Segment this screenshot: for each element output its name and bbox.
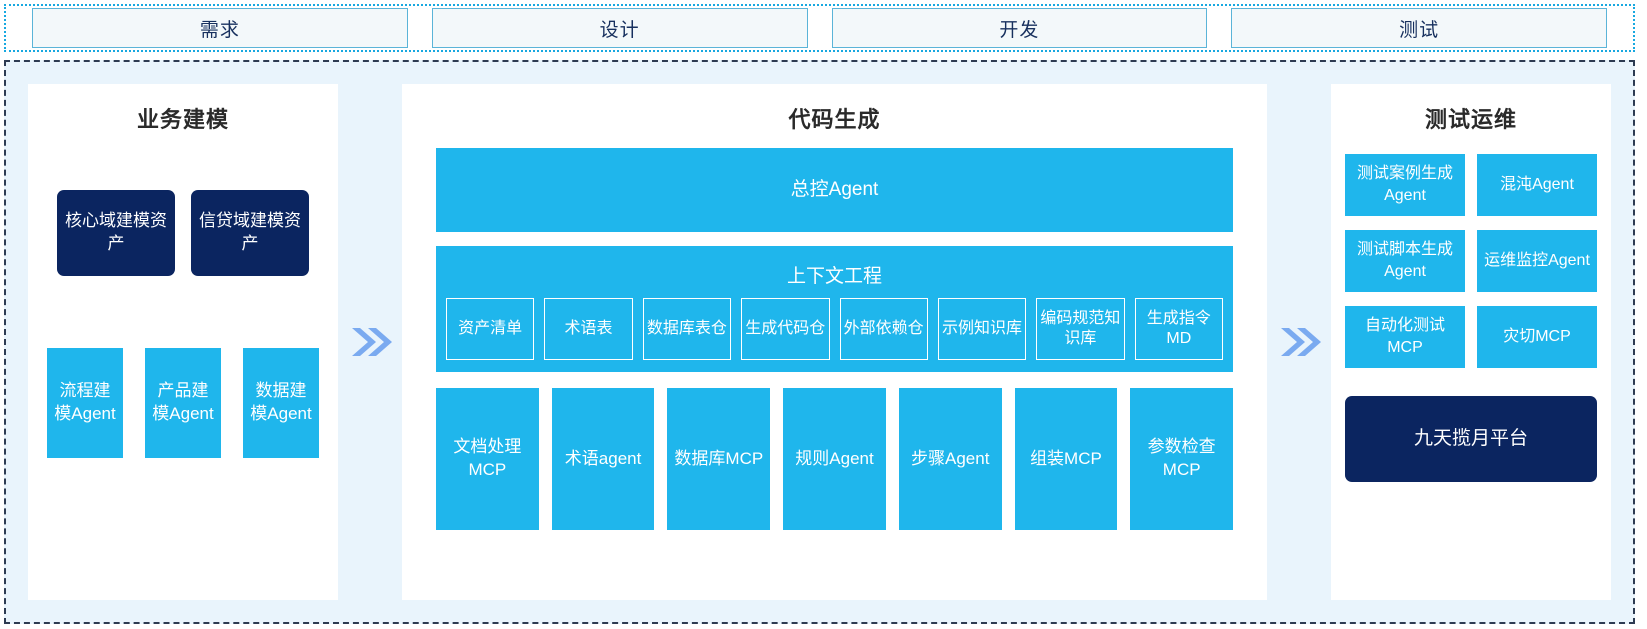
agent-product-modeling[interactable]: 产品建模Agent: [145, 348, 221, 458]
panel-business-modeling: 业务建模 核心域建模资产 信贷域建模资产 流程建模Agent 产品建模Agent…: [28, 84, 338, 600]
stage-strip: 需求 设计 开发 测试: [4, 4, 1635, 52]
architecture-region: 业务建模 核心域建模资产 信贷域建模资产 流程建模Agent 产品建模Agent…: [4, 60, 1635, 624]
context-item-db-table-repo[interactable]: 数据库表仓: [642, 298, 732, 360]
panel-title-test-operations: 测试运维: [1424, 107, 1517, 132]
tool-glossary-agent[interactable]: 术语agent: [551, 388, 655, 530]
tool-automated-test-mcp[interactable]: 自动化测试MCP: [1345, 306, 1465, 368]
test-operations-grid: 测试案例生成Agent 混沌Agent 测试脚本生成Agent 运维监控Agen…: [1345, 154, 1597, 368]
context-item-example-knowledge-base[interactable]: 示例知识库: [937, 298, 1027, 360]
context-item-external-dependency-repo[interactable]: 外部依赖仓: [839, 298, 928, 360]
context-item-generation-instruction-md[interactable]: 生成指令MD: [1134, 298, 1223, 360]
business-assets-row: 核心域建模资产 信贷域建模资产: [42, 190, 324, 276]
tool-rule-agent[interactable]: 规则Agent: [783, 388, 886, 530]
agent-data-modeling[interactable]: 数据建模Agent: [243, 348, 319, 458]
agent-test-script-generation[interactable]: 测试脚本生成Agent: [1345, 230, 1465, 292]
context-item-generated-code-repo[interactable]: 生成代码仓: [741, 298, 830, 360]
chevron-right-icon-2: [1267, 84, 1331, 600]
asset-credit-domain[interactable]: 信贷域建模资产: [191, 190, 309, 276]
agent-test-case-generation[interactable]: 测试案例生成Agent: [1345, 154, 1465, 216]
context-item-coding-standard-knowledge-base[interactable]: 编码规范知识库: [1036, 298, 1125, 360]
agent-chaos[interactable]: 混沌Agent: [1477, 154, 1597, 216]
agent-process-modeling[interactable]: 流程建模Agent: [47, 348, 123, 458]
platform-jiutian-lanyue[interactable]: 九天揽月平台: [1345, 396, 1597, 482]
tool-parameter-check-mcp[interactable]: 参数检查MCP: [1130, 388, 1234, 530]
stage-box-requirements[interactable]: 需求: [32, 8, 408, 48]
context-item-glossary[interactable]: 术语表: [544, 298, 633, 360]
stage-label: 开发: [999, 19, 1040, 41]
tool-database-mcp[interactable]: 数据库MCP: [667, 388, 771, 530]
asset-core-domain[interactable]: 核心域建模资产: [57, 190, 175, 276]
panel-test-operations: 测试运维 测试案例生成Agent 混沌Agent 测试脚本生成Agent 运维监…: [1331, 84, 1611, 600]
stage-box-development[interactable]: 开发: [831, 8, 1208, 48]
context-item-asset-list[interactable]: 资产清单: [446, 298, 535, 360]
master-control-agent[interactable]: 总控Agent: [436, 148, 1233, 232]
context-engineering-title: 上下文工程: [786, 266, 882, 287]
agent-ops-monitoring[interactable]: 运维监控Agent: [1477, 230, 1597, 292]
stage-label: 需求: [199, 19, 240, 41]
panel-code-generation: 代码生成 总控Agent 上下文工程 资产清单 术语表 数据库表仓 生成代码仓 …: [402, 84, 1267, 600]
business-agents-row: 流程建模Agent 产品建模Agent 数据建模Agent: [42, 348, 324, 458]
tool-disaster-switch-mcp[interactable]: 灾切MCP: [1477, 306, 1597, 368]
context-items-row: 资产清单 术语表 数据库表仓 生成代码仓 外部依赖仓 示例知识库 编码规范知识库…: [446, 298, 1223, 360]
stage-box-testing[interactable]: 测试: [1231, 8, 1607, 48]
chevron-right-icon-1: [338, 84, 402, 600]
tool-assembly-mcp[interactable]: 组装MCP: [1014, 388, 1118, 530]
context-engineering-block: 上下文工程 资产清单 术语表 数据库表仓 生成代码仓 外部依赖仓 示例知识库 编…: [436, 246, 1233, 372]
stage-label: 设计: [599, 19, 640, 41]
panel-title-code-generation: 代码生成: [788, 107, 881, 132]
code-generation-tools-row: 文档处理MCP 术语agent 数据库MCP 规则Agent 步骤Agent 组…: [436, 388, 1234, 586]
stage-box-design[interactable]: 设计: [431, 8, 808, 48]
tool-step-agent[interactable]: 步骤Agent: [898, 388, 1002, 530]
panel-title-business-modeling: 业务建模: [136, 107, 229, 132]
stage-label: 测试: [1399, 19, 1440, 41]
tool-document-processing-mcp[interactable]: 文档处理MCP: [436, 388, 539, 530]
